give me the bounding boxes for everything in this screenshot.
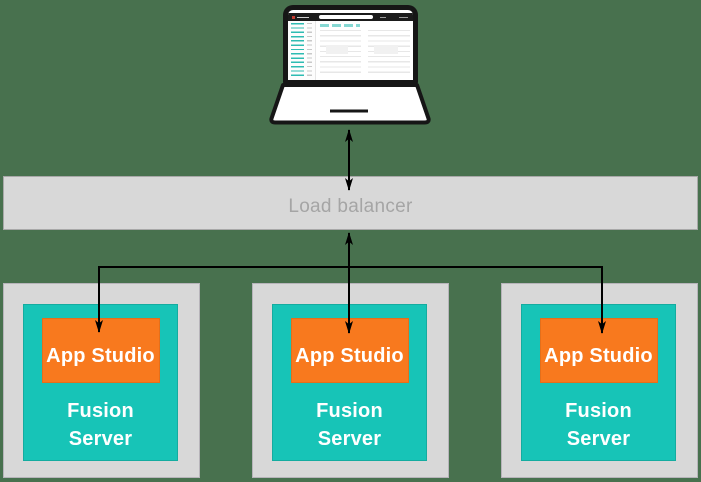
mini-content-panel bbox=[326, 45, 348, 54]
mini-header-item bbox=[380, 16, 386, 19]
laptop-screen bbox=[283, 5, 418, 85]
load-balancer-label: Load balancer bbox=[288, 196, 413, 217]
mini-logo-icon bbox=[292, 15, 295, 19]
app-studio-label: App Studio bbox=[46, 345, 155, 367]
mini-app-header bbox=[288, 13, 413, 21]
app-studio-label: App Studio bbox=[544, 345, 653, 367]
load-balancer-box: Load balancer bbox=[3, 176, 698, 230]
mini-header-item bbox=[399, 16, 408, 19]
mini-sidebar-counts bbox=[307, 23, 312, 77]
mini-sidebar-links bbox=[291, 23, 304, 77]
mini-content-area bbox=[316, 21, 413, 80]
mini-content-panel bbox=[374, 45, 398, 54]
app-studio-label: App Studio bbox=[295, 345, 404, 367]
fusion-server-box-1: App Studio Fusion Server bbox=[3, 283, 200, 478]
mini-logo-text bbox=[297, 16, 309, 19]
mini-sidebar bbox=[288, 21, 316, 80]
mini-search-bar bbox=[319, 14, 373, 20]
fusion-server-label: Fusion Server bbox=[316, 400, 383, 450]
app-studio-box-3: App Studio bbox=[539, 318, 658, 383]
fusion-server-label: Fusion Server bbox=[67, 400, 134, 450]
fusion-server-inner-3: App Studio Fusion Server bbox=[521, 304, 676, 461]
fusion-server-box-3: App Studio Fusion Server bbox=[501, 283, 698, 478]
mini-filter-chips bbox=[320, 23, 360, 27]
laptop-base bbox=[269, 83, 431, 125]
fusion-server-label: Fusion Server bbox=[565, 400, 632, 450]
fusion-server-inner-1: App Studio Fusion Server bbox=[23, 304, 178, 461]
fusion-server-box-2: App Studio Fusion Server bbox=[252, 283, 449, 478]
client-laptop bbox=[0, 0, 701, 135]
app-studio-box-2: App Studio bbox=[290, 318, 409, 383]
fusion-server-inner-2: App Studio Fusion Server bbox=[272, 304, 427, 461]
app-studio-box-1: App Studio bbox=[41, 318, 160, 383]
